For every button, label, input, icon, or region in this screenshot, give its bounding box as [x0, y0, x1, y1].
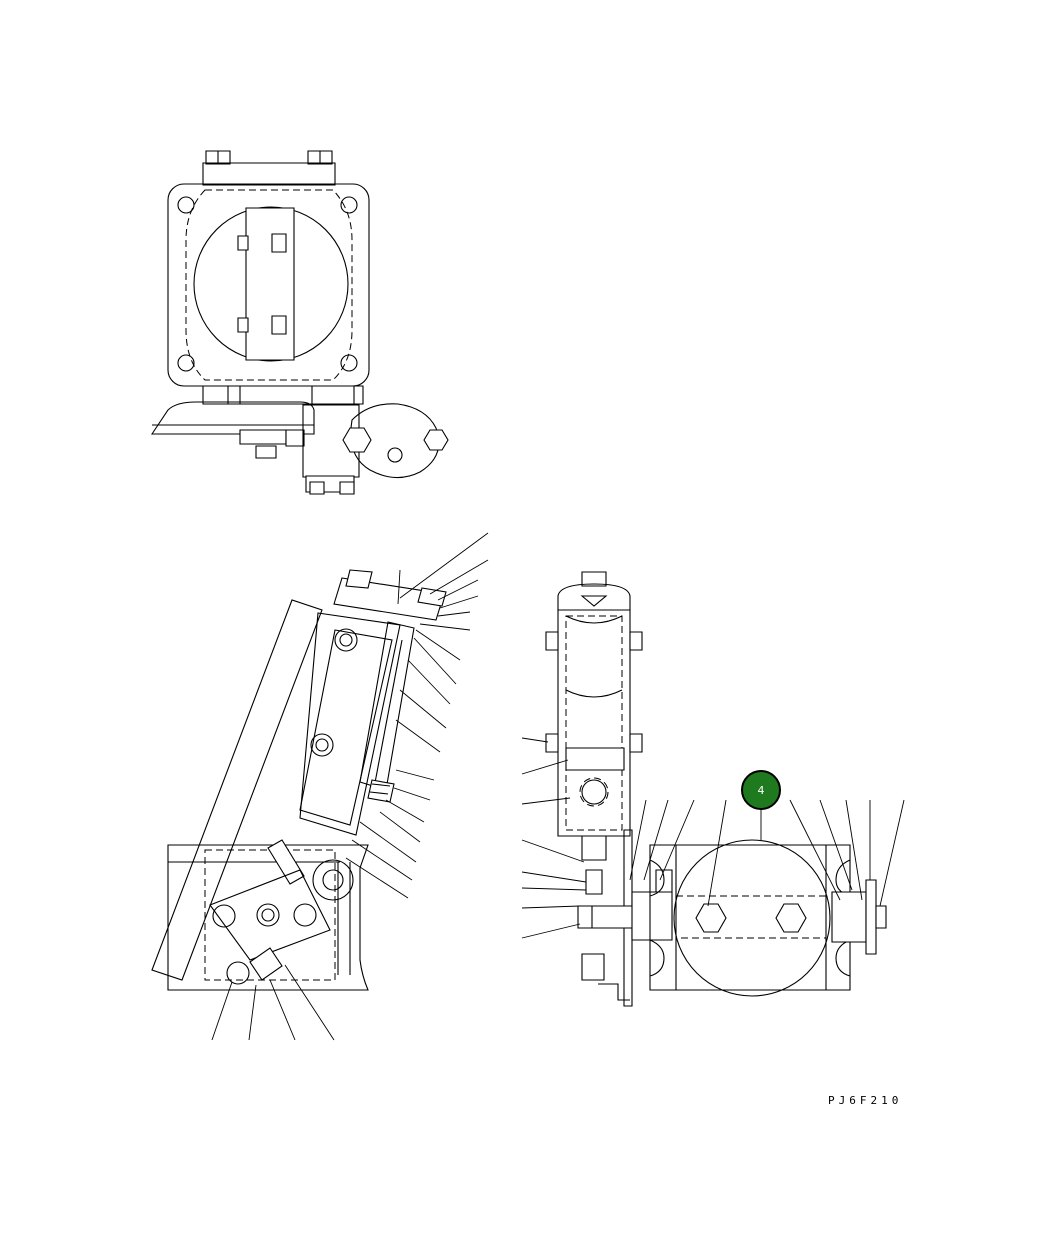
flange-hole [341, 355, 357, 371]
top-bolt-right [308, 151, 332, 164]
spring-rod [360, 622, 414, 790]
front-view [152, 151, 448, 494]
top-bolt-left [206, 151, 230, 164]
clevis [313, 860, 353, 900]
bore [194, 207, 348, 361]
flange-hole [178, 355, 194, 371]
flange-hole [341, 197, 357, 213]
actuator-casing [152, 570, 446, 980]
flange-hole [178, 197, 194, 213]
callout-4[interactable]: 4 [742, 771, 780, 809]
lever-plate [351, 404, 439, 478]
drawing-id: PJ6F210 [828, 1094, 903, 1107]
end-view [522, 572, 904, 1006]
butterfly-plate [246, 208, 294, 360]
base-housing [168, 845, 368, 990]
side-lever [210, 870, 330, 960]
actuator-column [558, 610, 630, 836]
callout-label: 4 [758, 784, 765, 797]
side-view [152, 533, 488, 1040]
end-housing [650, 845, 850, 990]
nut [310, 482, 354, 494]
butterfly-disk [674, 840, 830, 996]
